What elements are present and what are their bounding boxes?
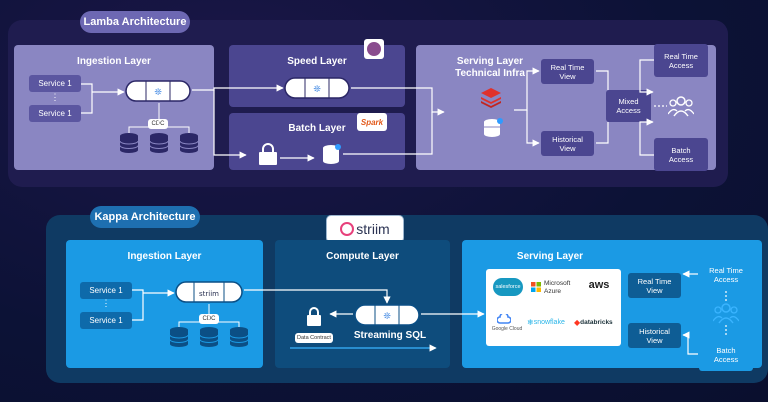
google-cloud-icon	[497, 314, 511, 324]
kappa-users-icon	[713, 302, 739, 324]
kappa-service-dots: ⋮	[101, 298, 111, 308]
lambda-ingestion-title: Ingestion Layer	[77, 56, 151, 67]
kappa-data-contract: Data Contract	[295, 333, 333, 343]
kappa-pipe-label: striim	[199, 290, 219, 298]
lambda-batch-title: Batch Layer	[288, 123, 346, 134]
batch-db-icon	[323, 144, 341, 164]
lambda-service-bottom: Service 1	[29, 105, 81, 122]
kappa-streaming-sql: Streaming SQL	[353, 330, 427, 341]
kappa-serving-title: Serving Layer	[516, 251, 584, 262]
kappa-db-2-icon	[199, 326, 219, 348]
kafka-logo-icon	[364, 39, 384, 59]
lambda-historical-view: Historical View	[541, 131, 594, 156]
kappa-service-bottom: Service 1	[80, 312, 132, 329]
svg-text:❊: ❊	[154, 88, 162, 98]
lambda-batch-access: Batch Access	[654, 138, 708, 171]
lambda-db-2-icon	[149, 132, 169, 154]
lambda-title: Lamba Architecture	[80, 11, 190, 33]
microsoft-azure-text: Microsoft Azure	[544, 280, 571, 295]
microsoft-logo-icon	[531, 282, 541, 292]
spark-logo-icon: Spark	[357, 113, 387, 131]
kappa-compute-title: Compute Layer	[326, 251, 399, 262]
kappa-ingestion-panel	[66, 240, 263, 368]
kappa-historical-view: Historical View	[628, 323, 681, 348]
svg-text:❊: ❊	[313, 85, 321, 95]
lambda-db-1-icon	[119, 132, 139, 154]
snowflake-icon: ❄	[527, 318, 534, 327]
lambda-serving-title-2: Technical Infra	[455, 68, 525, 79]
snowflake-text: snowflake	[533, 319, 565, 326]
striim-logo-icon	[340, 222, 355, 236]
lambda-speed-title: Speed Layer	[287, 56, 347, 67]
salesforce-logo-icon: salesforce	[493, 278, 523, 296]
kappa-service-top: Service 1	[80, 282, 132, 299]
batch-lock-icon	[259, 143, 277, 165]
lambda-speed-stream-icon: ❊	[284, 77, 350, 99]
lambda-db-3-icon	[179, 132, 199, 154]
kappa-real-time-access: Real Time Access	[699, 258, 753, 291]
google-cloud-text: Google Cloud	[491, 326, 523, 332]
serving-database-icon	[482, 117, 504, 139]
lambda-real-time-view: Real Time View	[541, 59, 594, 84]
lambda-mixed-access: Mixed Access	[606, 90, 651, 122]
snowflake-logo-text: ❄ snowflake	[527, 318, 573, 327]
lambda-service-dots: ⋮	[50, 92, 60, 102]
lambda-serving-title-1: Serving Layer	[456, 56, 524, 67]
lambda-service-top: Service 1	[29, 75, 81, 92]
databricks-text: databricks	[580, 319, 613, 326]
users-icon	[668, 95, 694, 117]
kappa-batch-access: Batch Access	[699, 338, 753, 371]
lambda-ingestion-stream-icon: ❊	[125, 80, 191, 102]
databricks-logo-text: ◆ databricks	[574, 318, 622, 327]
aws-logo-text: aws	[588, 279, 610, 291]
kappa-compute-panel	[275, 240, 450, 368]
svg-text:❊: ❊	[383, 312, 391, 322]
kappa-compute-stream-icon: ❊	[354, 304, 420, 326]
lambda-real-time-access: Real Time Access	[654, 44, 708, 77]
kappa-db-1-icon	[169, 326, 189, 348]
kappa-db-3-icon	[229, 326, 249, 348]
stack-layers-icon	[480, 86, 502, 108]
kappa-title: Kappa Architecture	[90, 206, 200, 228]
kappa-real-time-view: Real Time View	[628, 273, 681, 298]
kappa-ingestion-stream-icon	[175, 281, 243, 303]
lambda-cdc-badge: CDC	[148, 119, 168, 129]
padlock-icon	[306, 306, 322, 326]
striim-brand-text: striim	[356, 221, 390, 237]
databricks-icon: ◆	[574, 318, 581, 327]
kappa-ingestion-title: Ingestion Layer	[127, 251, 202, 262]
